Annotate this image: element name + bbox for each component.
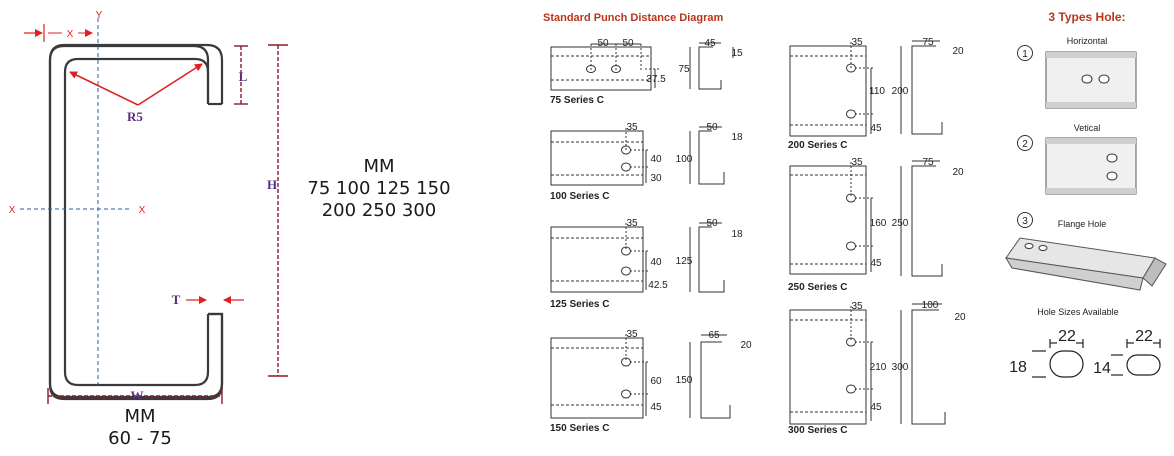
s100-bottom: 30 (650, 173, 662, 184)
dim-h-label: H (267, 177, 277, 192)
height-options-line2: 200 250 300 (321, 200, 437, 221)
x-axis-label-right: X (139, 205, 146, 216)
s150-bottom: 45 (650, 402, 662, 413)
dim-l-label: L (239, 69, 248, 84)
s75-label: 75 Series C (550, 95, 604, 106)
s75-flange: 45 (704, 38, 716, 49)
height-options-unit: MM (363, 156, 395, 177)
s150-label: 150 Series C (550, 423, 610, 434)
horizontal-hole-illustration (1045, 51, 1137, 109)
s300-bottom: 45 (870, 402, 882, 413)
s75-d2: 50 (622, 38, 634, 49)
height-options: MM 75 100 125 150 200 250 300 (300, 156, 458, 222)
s200-top: 35 (851, 37, 863, 48)
s250-label: 250 Series C (788, 282, 848, 293)
s125-bottom: 42.5 (648, 280, 668, 291)
c-profile-outer-line (48, 43, 224, 401)
s200-height: 200 (892, 86, 909, 97)
series-200-diagram (789, 40, 943, 137)
hole-size-b (1111, 339, 1161, 376)
s200-lip: 20 (952, 46, 964, 57)
s200-bottom: 45 (870, 123, 882, 134)
s125-height: 125 (676, 256, 693, 267)
series-100-diagram (550, 126, 725, 186)
s250-bottom: 45 (870, 258, 882, 269)
c-profile-outer (48, 44, 224, 399)
s300-height: 300 (892, 362, 909, 373)
hole-type-2-number: 2 (1022, 139, 1028, 150)
series-125-diagram (550, 222, 725, 293)
s75-bottom: 37.5 (646, 74, 666, 85)
s300-top: 35 (851, 301, 863, 312)
s150-top: 35 (626, 329, 638, 340)
hole-type-2-label: Vetical (1074, 123, 1101, 133)
s250-top: 35 (851, 157, 863, 168)
s200-label: 200 Series C (788, 140, 848, 151)
dim-w-label: W (131, 388, 144, 403)
vertical-hole-illustration (1045, 137, 1137, 195)
series-250-diagram (789, 160, 943, 277)
s250-flange: 75 (922, 157, 934, 168)
hole-type-3-number: 3 (1022, 216, 1028, 227)
hole-type-1-label: Horizontal (1067, 36, 1108, 46)
s75-height: 75 (678, 64, 690, 75)
s250-height: 250 (892, 218, 909, 229)
y-axis-label: Y (96, 10, 103, 21)
s125-flange: 50 (706, 218, 718, 229)
s75-lip: 15 (731, 48, 743, 59)
s125-top: 35 (626, 218, 638, 229)
s200-spacing: 110 (869, 86, 885, 97)
s300-spacing: 210 (870, 362, 887, 373)
hole-types-title: 3 Types Hole: (1048, 10, 1125, 24)
s125-lip: 18 (731, 229, 743, 240)
width-options: MM 60 - 75 (90, 406, 190, 450)
s125-spacing: 40 (650, 257, 662, 268)
series-300-diagram (789, 303, 946, 425)
c-profile-inner-line (63, 57, 210, 387)
width-options-range: 60 - 75 (108, 428, 172, 449)
width-options-unit: MM (124, 406, 156, 427)
hole-size-b-height: 14 (1093, 360, 1111, 377)
s100-top: 35 (626, 122, 638, 133)
flange-hole-illustration (1005, 237, 1167, 291)
series-150-diagram (550, 334, 731, 419)
s300-label: 300 Series C (788, 425, 848, 436)
s125-label: 125 Series C (550, 299, 610, 310)
s150-height: 150 (676, 375, 693, 386)
s300-lip: 20 (954, 312, 966, 323)
hole-type-3-badge (1017, 212, 1033, 228)
hole-type-2-badge (1017, 135, 1033, 151)
s100-flange: 50 (706, 122, 718, 133)
hole-size-b-width: 22 (1135, 328, 1153, 345)
s100-lip: 18 (731, 132, 743, 143)
hole-type-1-badge (1017, 45, 1033, 61)
hole-type-1-number: 1 (1022, 49, 1028, 60)
series-75-diagram (550, 42, 734, 91)
x-axis-label-left: X (9, 205, 16, 216)
hole-size-a-height: 18 (1009, 359, 1027, 376)
height-options-line1: 75 100 125 150 (307, 178, 451, 199)
radius-label: R5 (127, 109, 143, 124)
s100-height: 100 (676, 154, 693, 165)
hole-size-a (1032, 339, 1084, 378)
s75-d1: 50 (597, 38, 609, 49)
punch-diagram-title: Standard Punch Distance Diagram (543, 12, 724, 24)
hole-sizes-title: Hole Sizes Available (1037, 307, 1118, 317)
s250-spacing: 160 (870, 218, 887, 229)
hole-size-a-width: 22 (1058, 328, 1076, 345)
s100-label: 100 Series C (550, 191, 610, 202)
c-profile-drawing (48, 43, 224, 401)
s150-spacing: 60 (650, 376, 662, 387)
s200-flange: 75 (922, 37, 934, 48)
s300-flange: 100 (922, 300, 939, 311)
s250-lip: 20 (952, 167, 964, 178)
hole-type-3-label: Flange Hole (1058, 219, 1107, 229)
s150-lip: 20 (740, 340, 752, 351)
s100-spacing: 40 (650, 154, 662, 165)
dim-x-label: X (67, 29, 74, 40)
dim-t-label: T (172, 292, 181, 307)
s150-flange: 65 (708, 330, 720, 341)
